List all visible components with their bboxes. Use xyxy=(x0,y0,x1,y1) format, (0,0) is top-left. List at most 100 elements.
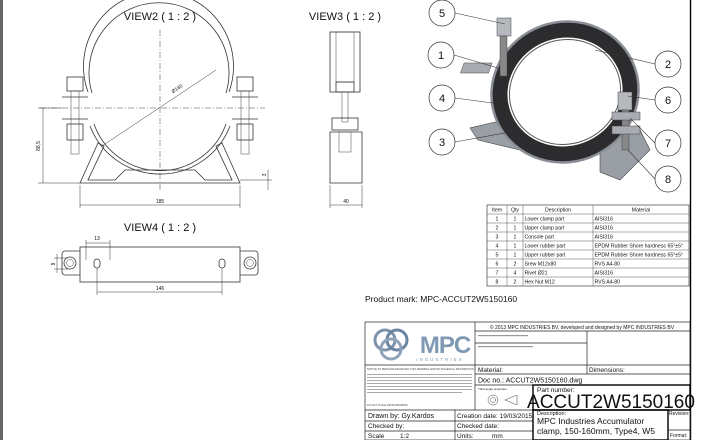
callout-circle xyxy=(428,0,456,27)
projection-label: Third angle projection: xyxy=(478,387,508,391)
bom-header-cell: Item xyxy=(492,208,502,214)
bolt-head-left xyxy=(66,76,84,92)
callout-leader xyxy=(453,54,499,69)
callout-leader xyxy=(594,49,656,65)
rubber-ring xyxy=(491,21,639,163)
callout-balloon-5: 5 xyxy=(428,0,506,27)
callout-balloon-1: 1 xyxy=(427,41,499,69)
callout-leader xyxy=(454,131,511,143)
description-box xyxy=(532,409,669,440)
callout-balloon-6: 6 xyxy=(627,86,682,114)
bom-cell: Upper clamp part xyxy=(525,226,565,232)
notice-heading: NOTICE TO PERSONS RECEIVING THIS DRAWING… xyxy=(367,367,474,371)
callout-circle xyxy=(654,50,682,78)
bom-cell: 8 xyxy=(496,280,499,286)
view2-front: VIEW2 ( 1 : 2 ) Ø160 185 88,5 3 xyxy=(36,0,272,208)
material-label: Material: xyxy=(478,367,503,374)
bolt-head-iso-left xyxy=(496,17,512,37)
callout-leader xyxy=(627,95,656,101)
bom-cell: 2 xyxy=(514,280,517,286)
bom-cell: 1 xyxy=(514,217,517,223)
bom-cell: Upper rubber part xyxy=(525,253,567,259)
bom-cell: EPDM Rubber Shore hardness 65°±5° xyxy=(595,244,684,250)
dimensions-label: Dimensions: xyxy=(589,367,625,374)
nut-left xyxy=(66,123,84,141)
doc-number: Doc no.: ACCUT2W5150160.dwg xyxy=(478,378,582,385)
title-block: MPC INDUSTRIES © 2013 MPC INDUSTRIES BV,… xyxy=(364,321,695,440)
bom-cell: 1 xyxy=(496,217,499,223)
drawn-by: Drawn by: Gy.Kardos xyxy=(368,413,435,420)
callout-circle xyxy=(654,129,682,157)
view3-side: VIEW3 ( 1 : 2 ) 40 xyxy=(309,11,381,208)
callout-balloon-7: 7 xyxy=(629,117,682,157)
bom-cell: 1 xyxy=(514,253,517,259)
callout-number: 3 xyxy=(439,137,445,149)
dim-width-40: 40 xyxy=(343,199,349,205)
callout-leader xyxy=(454,12,506,25)
callout-number: 8 xyxy=(665,174,671,186)
bom-cell: Srew M12x80 xyxy=(525,262,557,268)
revision-label: Revision: xyxy=(669,411,690,417)
dim-diameter: Ø160 xyxy=(171,83,185,95)
bom-header-cell: Qty xyxy=(511,208,519,214)
description-line2: clamp, 150-160mm, Type4, W5 xyxy=(537,426,655,436)
callout-balloon-2: 2 xyxy=(594,49,682,78)
scale-value: 1:2 xyxy=(400,433,409,440)
callout-number: 5 xyxy=(439,8,445,20)
mpc-logo: MPC INDUSTRIES xyxy=(373,328,472,362)
callout-circle xyxy=(654,86,682,114)
clamp-ring xyxy=(490,20,640,164)
dim-width-185: 185 xyxy=(156,199,165,205)
callout-circle xyxy=(428,128,456,156)
product-mark: Product mark: MPC-ACCUT2W5150160 xyxy=(365,294,517,304)
checked-by: Checked by: xyxy=(368,423,404,430)
view4-bottom: VIEW4 ( 1 : 2 ) 146 13 9 xyxy=(51,222,259,295)
bom-cell: AISI316 xyxy=(595,217,614,223)
bom-cell: 2 xyxy=(496,226,499,232)
bom-cell: 7 xyxy=(496,271,499,277)
console-part xyxy=(79,142,241,184)
bom-cell: Lower rubber part xyxy=(525,244,567,250)
upper-clamp-outer xyxy=(83,0,234,93)
bom-row: 1 1 Lower clamp part AISI316 xyxy=(496,217,614,223)
bom-cell: Console part xyxy=(525,235,555,241)
view3-title: VIEW3 ( 1 : 2 ) xyxy=(309,11,381,23)
logo-subtext: INDUSTRIES xyxy=(416,357,463,362)
bom-cell: 4 xyxy=(496,244,499,250)
nut-right xyxy=(236,123,254,141)
bom-cell: 1 xyxy=(514,244,517,250)
format-label: Format: xyxy=(670,433,687,439)
bom-cell: 1 xyxy=(514,235,517,241)
notice-footer: DO NOT SCALE FROM DRAWING xyxy=(367,403,408,407)
creation-date: Creation date: 19/03/2015 xyxy=(457,413,533,420)
bom-header-cell: Material xyxy=(632,208,650,214)
bolt-head-iso-right xyxy=(617,91,633,111)
bom-cell: 3 xyxy=(496,235,499,241)
console-side xyxy=(329,131,363,184)
bom-cell: Lower clamp part xyxy=(525,217,565,223)
bom-cell: RVS A4-80 xyxy=(595,280,621,286)
bom-cell: AISI316 xyxy=(595,226,614,232)
callout-number: 2 xyxy=(665,59,671,71)
callout-leader xyxy=(629,117,656,144)
copyright: © 2013 MPC INDUSTRIES BV, developed and … xyxy=(490,324,675,331)
bom-cell: RVS A4-80 xyxy=(595,262,621,268)
logo-text: MPC xyxy=(420,332,471,359)
callout-circle xyxy=(427,41,455,69)
callout-leader xyxy=(627,149,656,180)
dim-height: 88,5 xyxy=(36,141,42,151)
bom-cell: 6 xyxy=(496,262,499,268)
dim-thickness: 3 xyxy=(262,173,268,176)
callout-number: 6 xyxy=(665,95,671,107)
callout-circle xyxy=(428,84,456,112)
units-label: Units: xyxy=(457,433,474,440)
bom-cell: AISI316 xyxy=(595,271,614,277)
